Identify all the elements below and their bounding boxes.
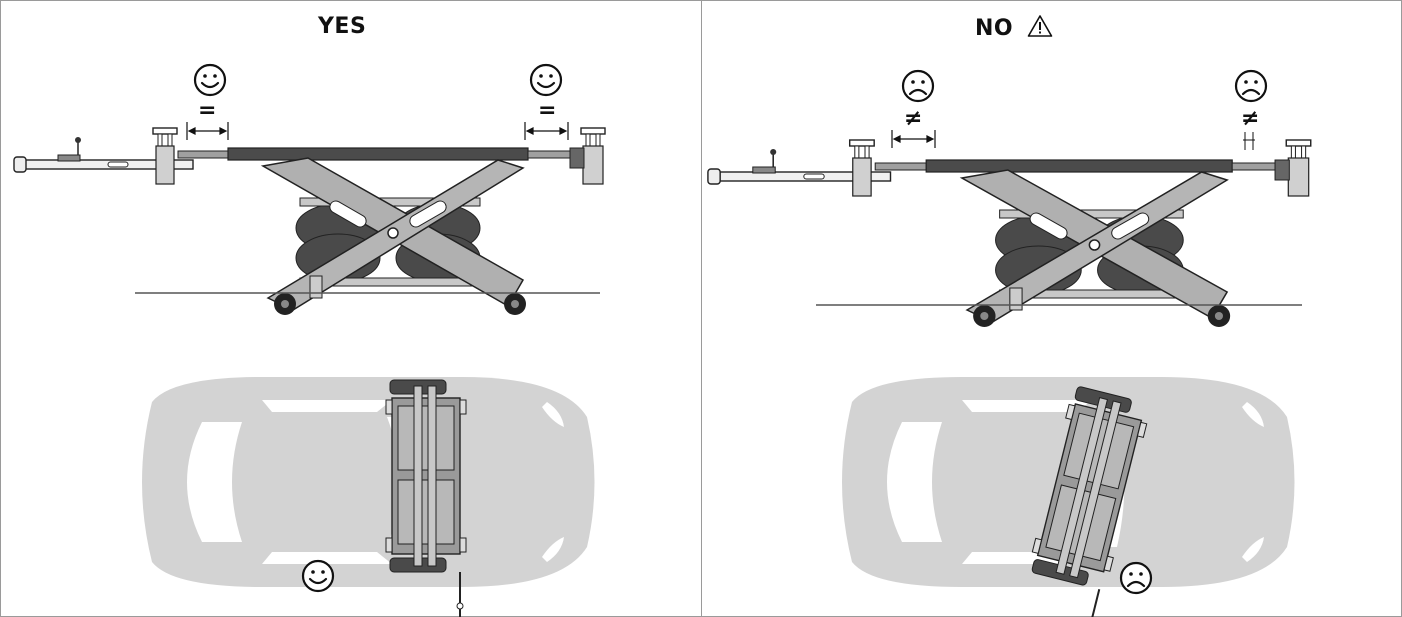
jack-side-view-incorrect [707, 139, 1312, 328]
panel-divider [701, 0, 702, 617]
no-sad-face-right-icon [1234, 69, 1268, 103]
distance-arrow-left-unequal [891, 130, 936, 148]
warning-triangle-icon [1027, 14, 1053, 44]
title-yes: YES [318, 14, 367, 39]
not-equal-sign-right: ≠ [1241, 106, 1260, 131]
no-sad-face-left-icon [901, 69, 935, 103]
yes-smiley-left-icon [193, 63, 227, 97]
jack-side-view-correct [13, 127, 606, 316]
not-equal-sign-left: ≠ [904, 106, 923, 131]
distance-arrow-right [524, 122, 569, 140]
yes-smiley-bottom-icon [301, 559, 335, 593]
distance-arrow-left [186, 122, 229, 140]
equal-sign-right: = [538, 98, 557, 123]
title-no-wrapper: NO [975, 14, 1053, 44]
yes-smiley-right-icon [529, 63, 563, 97]
equal-sign-left: = [198, 98, 217, 123]
car-top-view-left [142, 377, 595, 587]
no-sad-face-bottom-icon [1119, 561, 1153, 595]
title-no: NO [975, 16, 1014, 41]
distance-arrow-right-unequal [1243, 132, 1255, 150]
